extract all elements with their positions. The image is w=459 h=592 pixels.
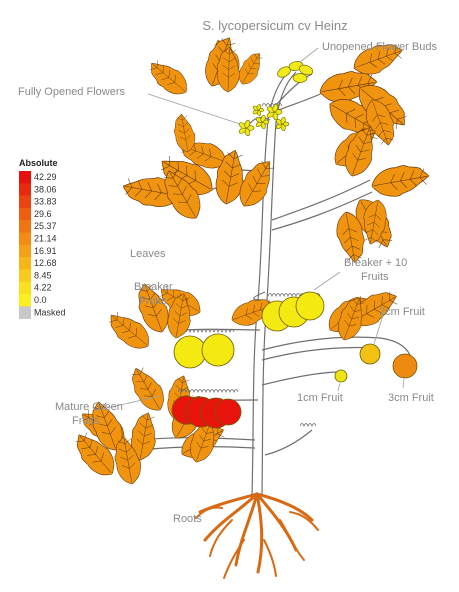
legend-swatch — [19, 269, 31, 282]
legend-swatch — [19, 208, 31, 221]
legend-label: Masked — [34, 307, 66, 317]
leaf — [234, 49, 267, 88]
legend-label: 16.91 — [34, 246, 57, 256]
leaf — [125, 362, 170, 416]
legend-swatch — [19, 282, 31, 295]
legend-heading: Absolute — [19, 158, 58, 168]
legend-label: 4.22 — [34, 283, 52, 293]
root — [224, 540, 244, 578]
two-cm-fruit — [360, 344, 380, 364]
legend-label: 38.06 — [34, 184, 57, 194]
legend-label: 42.29 — [34, 172, 57, 182]
label-breaker-10-line1: Breaker + 10 — [344, 257, 407, 269]
leaf — [369, 161, 431, 200]
label-unopened-flower-buds: Unopened Flower Buds — [322, 41, 437, 53]
legend-swatch — [19, 171, 31, 184]
legend-swatch — [19, 220, 31, 233]
root — [257, 494, 262, 572]
one-cm-fruit — [335, 370, 347, 382]
unopened-flower-buds — [276, 60, 314, 82]
label-mature-green-line1: Mature Green — [55, 401, 123, 413]
label-fully-opened-flowers: Fully Opened Flowers — [18, 86, 125, 98]
label-three-cm-fruit: 3cm Fruit — [388, 392, 434, 404]
label-mature-green-line2: Fruits — [72, 415, 100, 427]
legend-swatch — [19, 257, 31, 270]
label-breaker-fruits-line2: Fruits — [139, 295, 167, 307]
legend-swatch — [19, 306, 31, 319]
legend-label: 25.37 — [34, 221, 57, 231]
breaker-10-fruits — [262, 292, 324, 331]
sepal-cluster — [300, 424, 316, 427]
roots — [196, 494, 318, 578]
label-two-cm-fruit: 2cm Fruit — [379, 306, 425, 318]
legend-label: 33.83 — [34, 197, 57, 207]
legend-swatch — [19, 196, 31, 209]
legend-label: 8.45 — [34, 270, 52, 280]
label-roots: Roots — [173, 513, 202, 525]
breaker-fruit — [174, 336, 206, 368]
breaker-10-fruit — [296, 292, 324, 320]
legend-swatch — [19, 233, 31, 246]
three-cm-fruit-shape — [393, 354, 417, 378]
root — [280, 520, 304, 560]
flower-bud — [293, 74, 307, 83]
color-legend: Absolute 42.29 38.06 33.83 29.6 25.37 21.14 16… — [19, 158, 66, 319]
two-cm-fruit-shape — [360, 344, 380, 364]
mature-green-fruit — [215, 399, 241, 425]
legend-label: 29.6 — [34, 209, 52, 219]
root — [264, 540, 276, 576]
breaker-fruits — [174, 334, 234, 368]
leaf — [144, 55, 193, 101]
diagram-title: S. lycopersicum cv Heinz — [202, 18, 347, 33]
three-cm-fruit — [393, 354, 417, 378]
breaker-fruit — [202, 334, 234, 366]
legend-swatch — [19, 245, 31, 258]
label-breaker-10-line2: Fruits — [361, 271, 389, 283]
legend-swatch — [19, 183, 31, 196]
mature-green-fruits — [172, 396, 241, 428]
label-leaves: Leaves — [130, 248, 166, 260]
one-cm-fruit-shape — [335, 370, 347, 382]
label-breaker-fruits-line1: Breaker — [134, 281, 173, 293]
legend-swatch — [19, 294, 31, 307]
legend-label: 12.68 — [34, 258, 57, 268]
legend-label: 21.14 — [34, 234, 57, 244]
sepal-cluster — [186, 330, 234, 333]
legend-label: 0.0 — [34, 295, 47, 305]
open-flower — [275, 117, 289, 131]
label-one-cm-fruit: 1cm Fruit — [297, 392, 343, 404]
